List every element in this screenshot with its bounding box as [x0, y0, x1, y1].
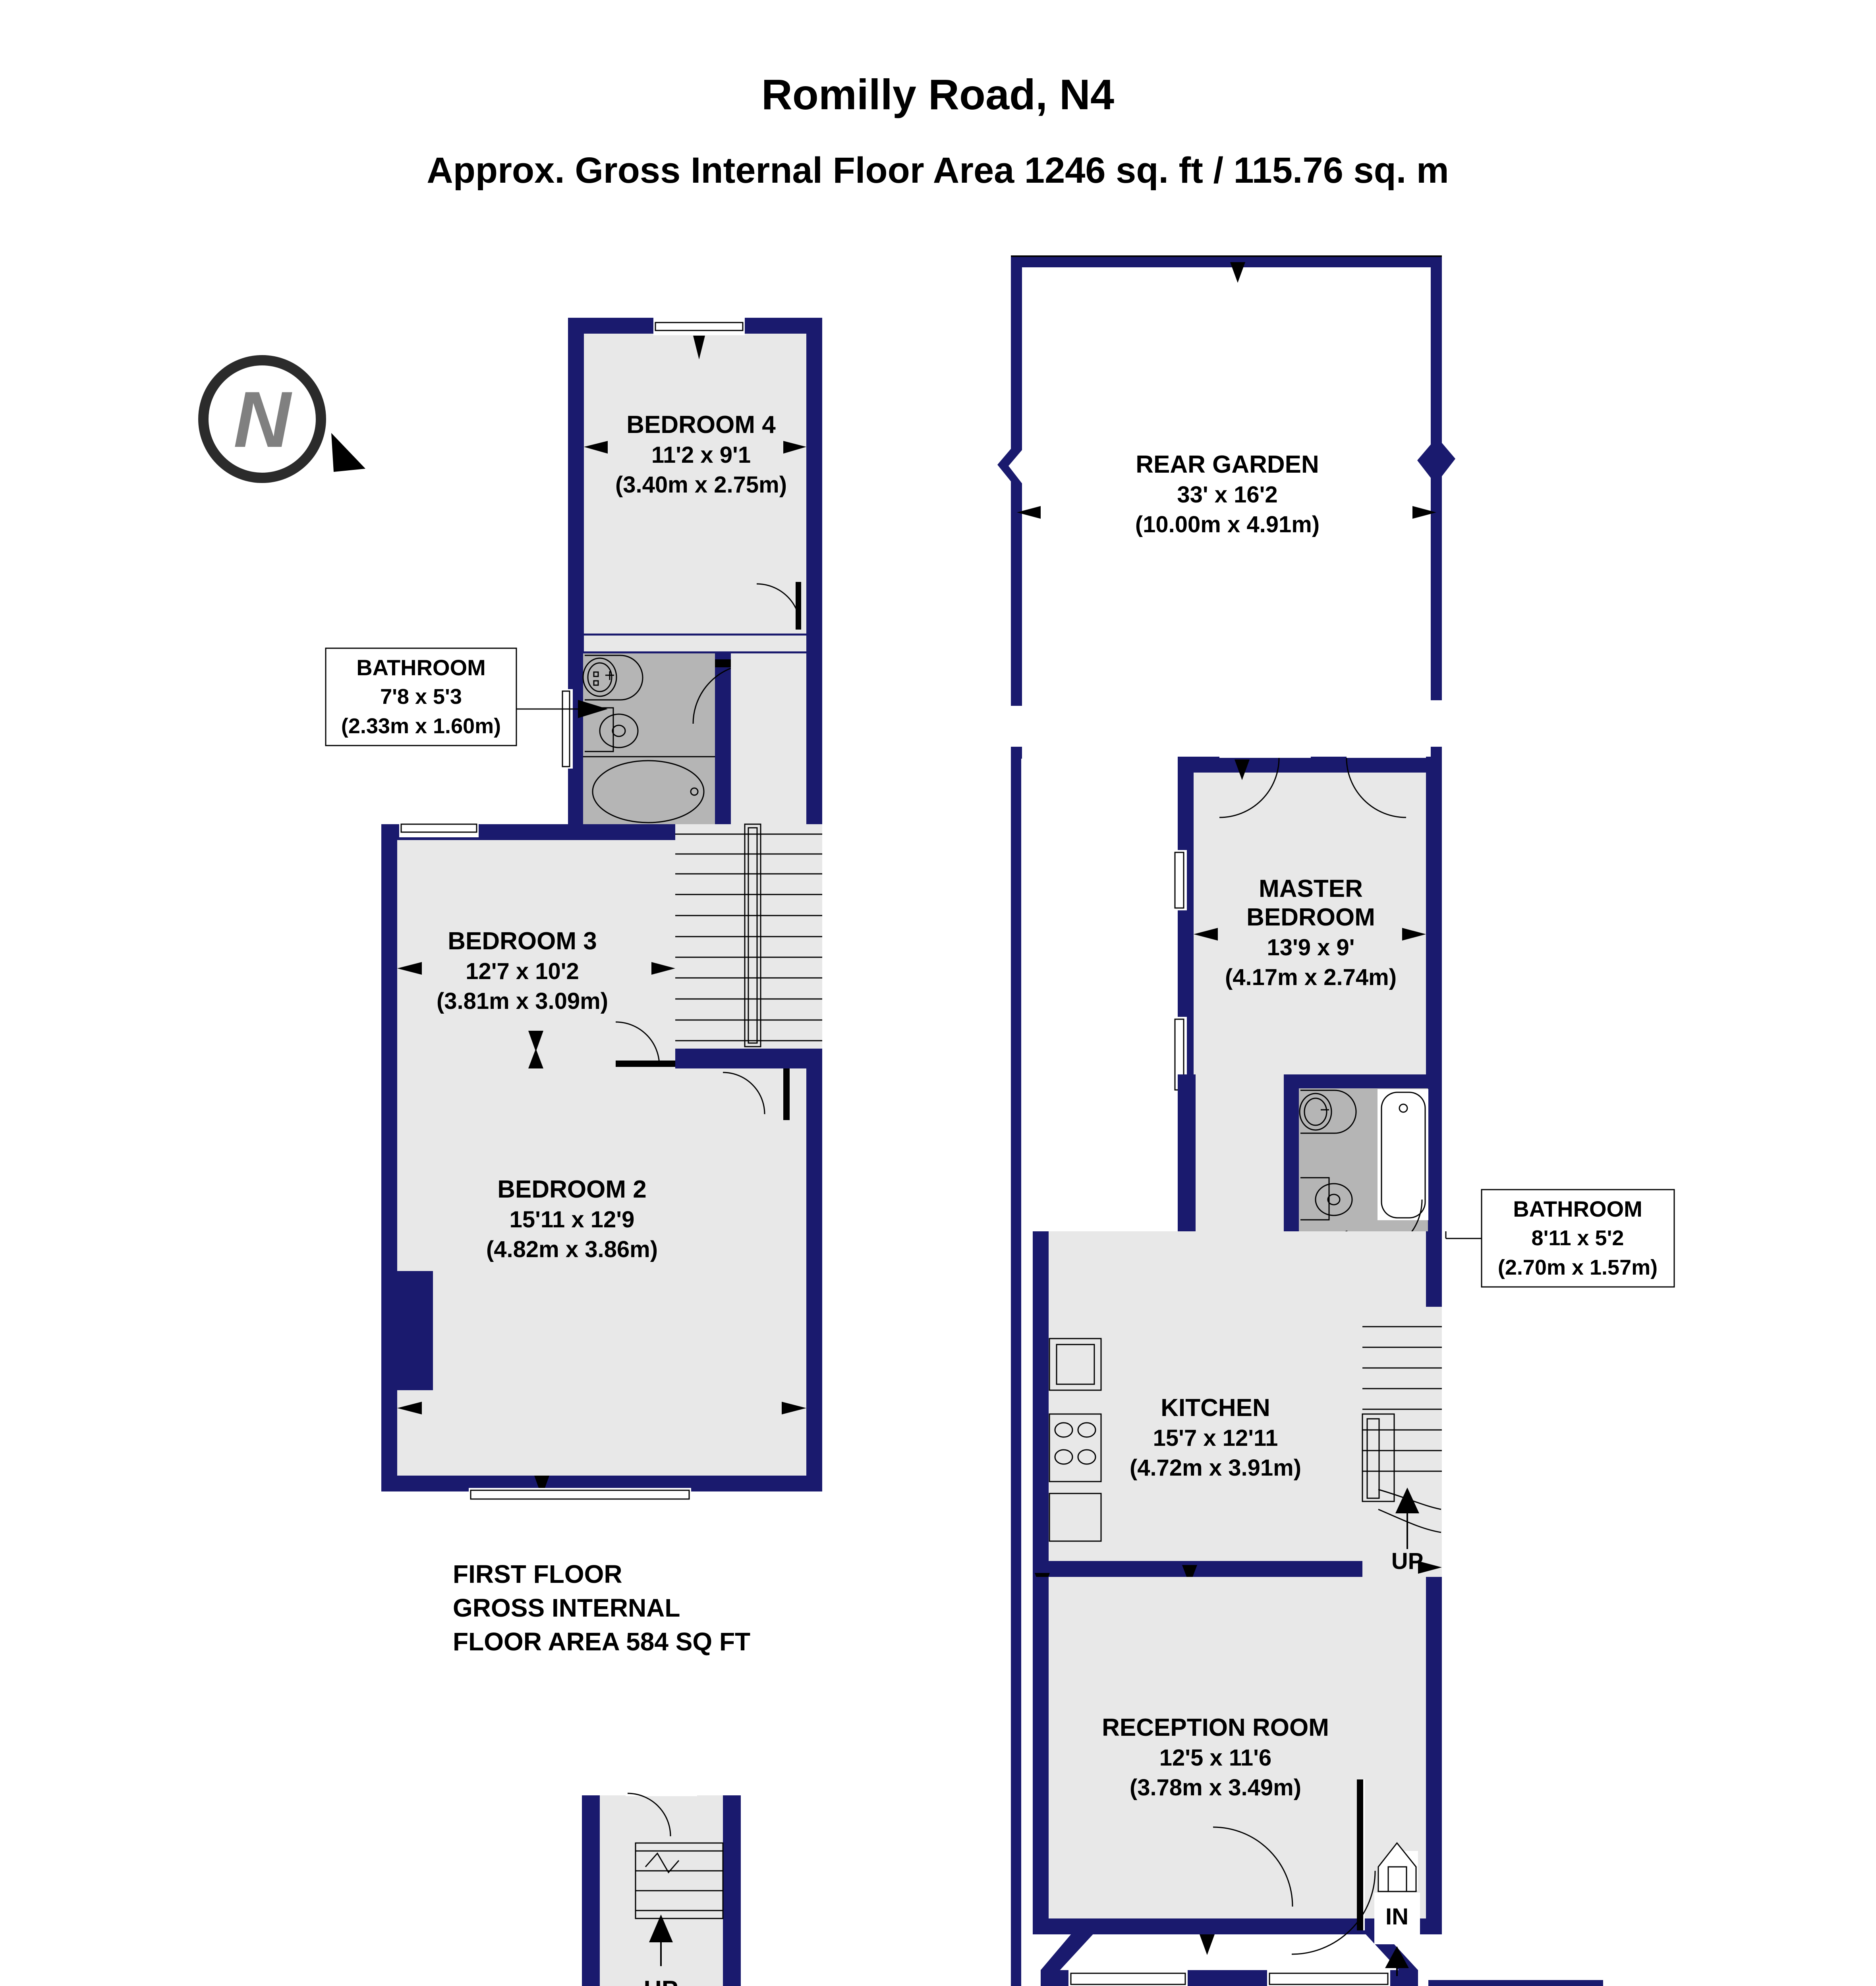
bedroom4-imperial: 11'2 x 9'1: [651, 442, 751, 468]
bathroom-first-label: BATHROOM: [356, 655, 486, 680]
master-bedroom-floor: [1194, 773, 1426, 1074]
front-garden: FRONT GARDEN 16'2 x 17'7 (4.91m x 5.34m): [1428, 1980, 1603, 1986]
ground-floor-plan: REAR GARDEN 33' x 16'2 (10.00m x 4.91m) …: [997, 255, 1675, 1986]
ground-hall-floor: [1196, 1074, 1284, 1245]
dim-arrow-bedroom2-left: [397, 1402, 422, 1414]
kitchen-imperial: 15'7 x 12'11: [1153, 1425, 1278, 1451]
ground-up-arrow-icon: [1395, 1488, 1419, 1513]
dim-arrow-stair-right: [1418, 1561, 1442, 1574]
basement-staircase: [635, 1842, 724, 1919]
ground-hall-wall: [1178, 1074, 1196, 1245]
bedroom4-window: [653, 315, 745, 335]
dim-arrow-master-top: [1235, 759, 1250, 780]
master-bedroom-metric: (4.17m x 2.74m): [1225, 964, 1397, 990]
dim-arrow-bedroom4-left: [584, 441, 608, 454]
basement-up-arrow-icon: [649, 1915, 673, 1942]
bathroom-first-metric: (2.33m x 1.60m): [341, 714, 501, 738]
bathroom-ground-imperial: 8'11 x 5'2: [1532, 1226, 1624, 1250]
dim-arrow-bedroom2-right: [782, 1402, 806, 1414]
bedroom2-imperial: 15'11 x 12'9: [510, 1207, 635, 1233]
kitchen-unit: [1049, 1493, 1102, 1542]
bedroom3-imperial: 12'7 x 10'2: [466, 958, 579, 984]
ground-floor-staircase: [1362, 1307, 1442, 1581]
compass-pointer-icon: [331, 433, 365, 472]
basement-up-marker: UP: [644, 1976, 678, 1986]
dim-arrow-reception-bay: [1200, 1934, 1215, 1955]
bathroom-first-callout: BATHROOM 7'8 x 5'3 (2.33m x 1.60m): [325, 647, 517, 746]
ground-up-marker: UP: [1391, 1548, 1424, 1574]
bedroom3-metric: (3.81m x 3.09m): [437, 988, 608, 1014]
dim-arrow-bedroom2-bottom: [534, 1476, 549, 1497]
rear-garden-metric: (10.00m x 4.91m): [1135, 512, 1320, 537]
entrance-in-marker: IN: [1385, 1904, 1408, 1930]
dim-arrow-master-left: [1194, 928, 1218, 941]
bedroom2-floor: [397, 1154, 806, 1476]
bathroom-first-floor: [583, 653, 715, 824]
page-subtitle: Approx. Gross Internal Floor Area 1246 s…: [427, 150, 1449, 191]
kitchen-sink: [1049, 1338, 1102, 1391]
dim-arrow-bedroom3-right: [651, 962, 675, 975]
master-bedroom-label-line2: BEDROOM: [1246, 904, 1375, 931]
bedroom2-label: BEDROOM 2: [497, 1176, 646, 1203]
reception-imperial: 12'5 x 11'6: [1159, 1745, 1271, 1771]
master-bedroom-imperial: 13'9 x 9': [1267, 935, 1354, 960]
kitchen-metric: (4.72m x 3.91m): [1130, 1455, 1301, 1481]
dim-arrow-reargarden-right: [1412, 506, 1436, 519]
rear-garden: REAR GARDEN 33' x 16'2 (10.00m x 4.91m): [997, 255, 1455, 759]
bathroom-first-imperial: 7'8 x 5'3: [380, 685, 462, 709]
dim-arrow-reargarden-top: [1230, 262, 1245, 283]
dim-arrow-bedroom3-bottom: [528, 1031, 543, 1052]
dim-arrow-master-right: [1402, 928, 1426, 941]
kitchen-label: KITCHEN: [1161, 1394, 1270, 1422]
dim-arrow-bedroom4-top: [693, 336, 705, 359]
entrance-door-leaf: [1357, 1779, 1363, 1930]
master-bedroom-label-line1: MASTER: [1259, 875, 1363, 902]
dim-arrow-bedroom4-right: [783, 441, 806, 454]
bedroom4-floor: [584, 334, 806, 634]
first-floor-plan: BEDROOM 4 11'2 x 9'1 (3.40m x 2.75m): [325, 315, 822, 1656]
rear-garden-label: REAR GARDEN: [1136, 451, 1319, 478]
ground-left-boundary: [1011, 747, 1021, 1986]
basement-plan: UP BASEMENT 21'9 x 4' (6.60m x 1.21m) BA…: [582, 1775, 741, 1986]
dim-arrow-bedroom3-left: [397, 962, 422, 975]
rear-garden-imperial: 33' x 16'2: [1177, 482, 1277, 508]
first-floor-label-line1: FIRST FLOOR: [453, 1560, 622, 1588]
bathroom-ground-metric: (2.70m x 1.57m): [1498, 1256, 1658, 1279]
bathroom-ground-label: BATHROOM: [1513, 1196, 1642, 1221]
bedroom4-metric: (3.40m x 2.75m): [615, 472, 787, 498]
dim-arrow-kitchen-bottom-a: [1182, 1565, 1197, 1585]
kitchen-hob: [1049, 1413, 1102, 1482]
north-compass-icon: N: [198, 355, 365, 483]
first-floor-label-line2: GROSS INTERNAL: [453, 1594, 680, 1622]
bedroom4-label: BEDROOM 4: [626, 411, 776, 439]
entrance-marker-group: IN: [1374, 1842, 1420, 1976]
reception-metric: (3.78m x 3.49m): [1130, 1775, 1301, 1801]
bedroom2-metric: (4.82m x 3.86m): [486, 1236, 658, 1262]
reception-label: RECEPTION ROOM: [1102, 1714, 1329, 1741]
bedroom2-chimney-breast: [397, 1271, 433, 1390]
bedroom3-label: BEDROOM 3: [448, 927, 597, 955]
first-floor-staircase: [675, 823, 822, 1063]
bathroom-ground-callout: BATHROOM 8'11 x 5'2 (2.70m x 1.57m): [1481, 1189, 1675, 1288]
dim-arrow-reargarden-left: [1017, 506, 1041, 519]
compass-label: N: [234, 375, 292, 464]
page-title: Romilly Road, N4: [761, 70, 1114, 118]
first-floor-label-line3: FLOOR AREA 584 SQ FT: [453, 1627, 750, 1656]
